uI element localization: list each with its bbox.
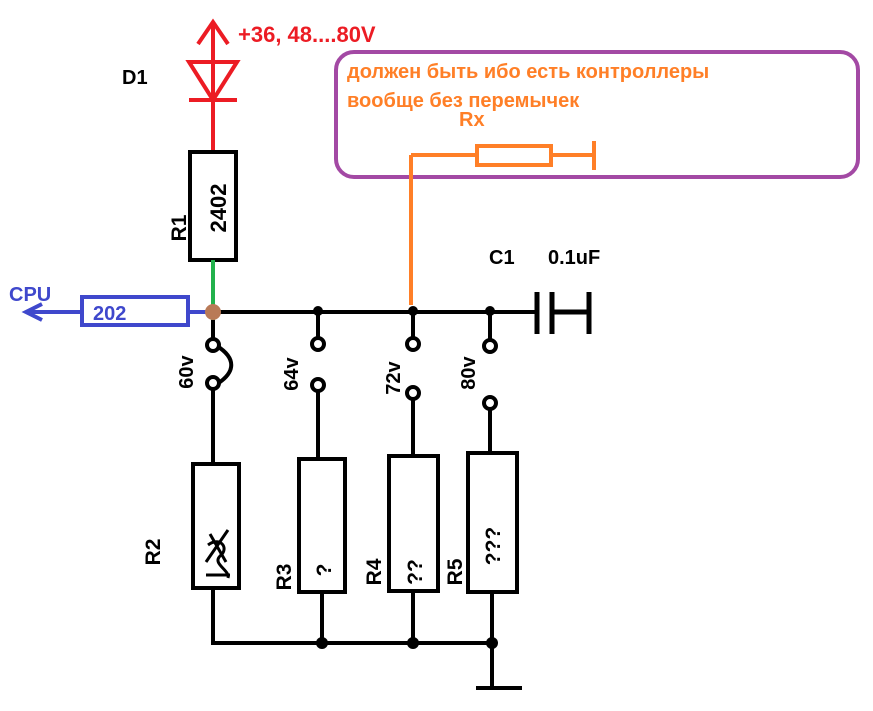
r3-name: R3 (273, 564, 296, 591)
jumper-label-72v: 72v (383, 360, 405, 394)
lower-resistors (191, 451, 519, 594)
c1-capacitor (534, 292, 592, 334)
supply-branch (185, 18, 241, 152)
jumper-label-60v: 60v (176, 354, 198, 388)
jumper-60v (205, 320, 234, 464)
cpu-resistor-value: 202 (93, 303, 126, 325)
c1-name: C1 (489, 247, 515, 269)
jumper-label-80v: 80v (458, 355, 480, 389)
r2-scribble (204, 529, 230, 579)
r1-value: 2402 (206, 184, 231, 233)
r4-name: R4 (363, 558, 386, 585)
r5-name: R5 (444, 558, 467, 585)
rx-branch (409, 141, 596, 305)
diode-label: D1 (122, 67, 148, 89)
r2-name: R2 (142, 539, 165, 566)
bottom-junctions (316, 637, 498, 649)
jumper-label-64v: 64v (281, 356, 303, 390)
jumper-64v (310, 312, 326, 459)
arrow-left-icon (21, 302, 43, 322)
jumper-72v (405, 312, 421, 456)
note-line1: должен быть ибо есть контроллеры (347, 61, 709, 83)
r2-resistor (191, 462, 241, 590)
note-box (334, 50, 860, 179)
bus-junctions (313, 306, 495, 316)
r3-value: ? (313, 564, 336, 577)
arrow-up-icon (196, 18, 230, 46)
main-node (205, 304, 221, 320)
note-line2: вообще без перемычек (347, 90, 580, 112)
jumper-80v (482, 312, 498, 453)
cpu-label: CPU (9, 284, 51, 306)
cpu-branch (21, 295, 210, 327)
r5-value: ??? (482, 527, 505, 565)
rx-resistor (475, 144, 553, 167)
supply-label: +36, 48....80V (238, 22, 376, 47)
r4-value: ?? (404, 559, 427, 585)
c1-value: 0.1uF (548, 247, 600, 269)
rx-label: Rx (459, 109, 485, 131)
diode-symbol (185, 60, 241, 104)
bottom-bus (211, 588, 522, 690)
r1-name: R1 (168, 214, 191, 241)
r5-resistor (466, 451, 519, 594)
